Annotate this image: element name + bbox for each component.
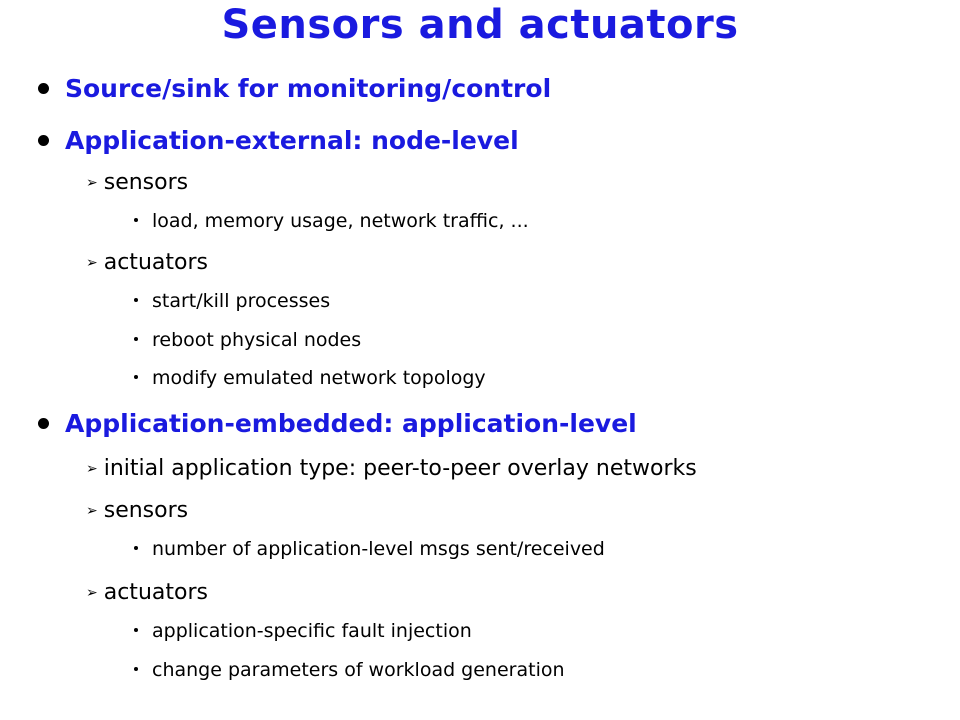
small-dot-bullet-icon — [134, 375, 138, 379]
bullet-level2: ➢ initial application type: peer-to-peer … — [86, 456, 697, 481]
filled-circle-bullet-icon — [38, 417, 49, 429]
small-dot-bullet-icon — [134, 337, 138, 341]
slide-title: Sensors and actuators — [221, 2, 739, 48]
bullet-text: modify emulated network topology — [152, 367, 486, 389]
bullet-level3: change parameters of workload generation — [134, 659, 565, 681]
small-dot-bullet-icon — [134, 628, 138, 632]
bullet-text: Application-embedded: application-level — [65, 409, 637, 438]
bullet-level3: start/kill processes — [134, 290, 330, 312]
bullet-level3: modify emulated network topology — [134, 367, 486, 389]
bullet-text: sensors — [103, 170, 189, 195]
bullet-level3: number of application-level msgs sent/re… — [134, 538, 605, 560]
bullet-text: start/kill processes — [152, 290, 331, 312]
bullet-level3: load, memory usage, network traffic, ... — [134, 210, 529, 232]
bullet-level1: Application-external: node-level — [38, 126, 519, 155]
small-dot-bullet-icon — [134, 298, 138, 302]
arrowhead-bullet-icon: ➢ — [86, 255, 98, 271]
filled-circle-bullet-icon — [38, 82, 49, 94]
arrowhead-bullet-icon: ➢ — [86, 585, 98, 601]
bullet-text: actuators — [103, 250, 208, 275]
bullet-text: change parameters of workload generation — [152, 659, 565, 681]
bullet-text: actuators — [103, 580, 208, 605]
bullet-level1: Source/sink for monitoring/control — [38, 74, 551, 103]
bullet-level2: ➢ actuators — [86, 580, 208, 605]
small-dot-bullet-icon — [134, 218, 138, 222]
bullet-text: number of application-level msgs sent/re… — [152, 538, 605, 560]
bullet-level3: application-specific fault injection — [134, 620, 472, 642]
small-dot-bullet-icon — [134, 667, 138, 671]
bullet-level2: ➢ sensors — [86, 498, 188, 523]
small-dot-bullet-icon — [134, 546, 138, 550]
filled-circle-bullet-icon — [38, 134, 49, 146]
arrowhead-bullet-icon: ➢ — [86, 175, 98, 191]
bullet-text: Source/sink for monitoring/control — [65, 74, 552, 103]
bullet-level2: ➢ actuators — [86, 250, 208, 275]
bullet-level2: ➢ sensors — [86, 170, 188, 195]
bullet-text: sensors — [103, 498, 189, 523]
bullet-text: Application-external: node-level — [65, 126, 519, 155]
bullet-text: application-specific fault injection — [152, 620, 472, 642]
bullet-text: reboot physical nodes — [152, 329, 362, 351]
bullet-level3: reboot physical nodes — [134, 329, 361, 351]
bullet-level1: Application-embedded: application-level — [38, 409, 637, 438]
bullet-text: initial application type: peer-to-peer o… — [103, 456, 697, 481]
bullet-text: load, memory usage, network traffic, ... — [152, 210, 529, 232]
arrowhead-bullet-icon: ➢ — [86, 461, 98, 477]
arrowhead-bullet-icon: ➢ — [86, 503, 98, 519]
